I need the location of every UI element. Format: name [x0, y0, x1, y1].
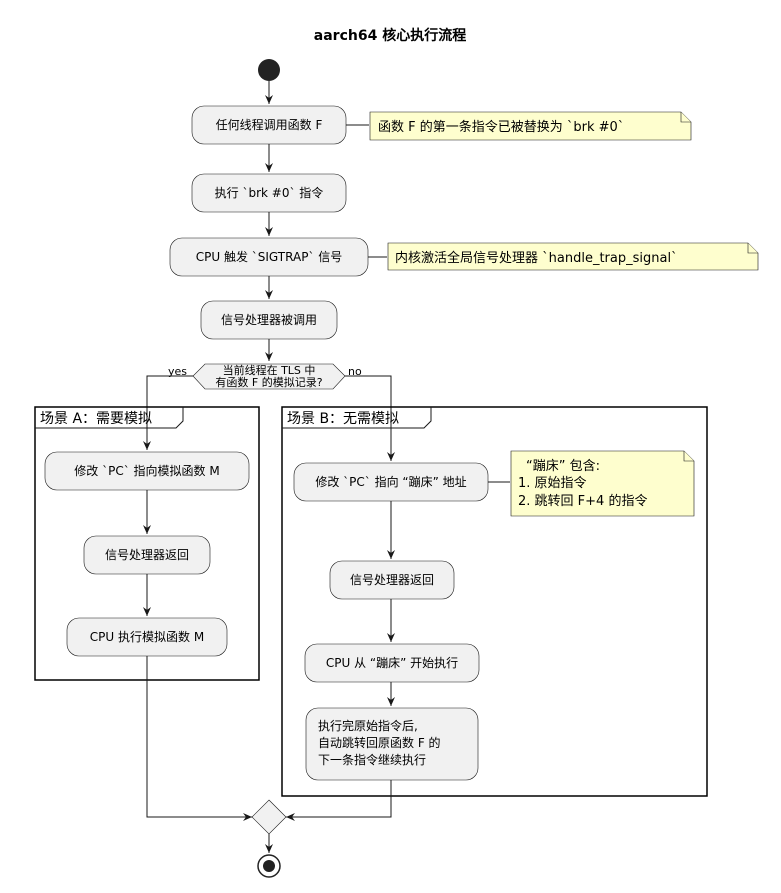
activity-exec-brk-label: 执行 `brk #0` 指令: [215, 185, 324, 200]
activity-sigtrap-label: CPU 触发 `SIGTRAP` 信号: [196, 249, 343, 264]
note-brk-text: 函数 F 的第一条指令已被替换为 `brk #0`: [378, 119, 624, 135]
activity-b-modify-pc: 修改 `PC` 指向 “蹦床” 地址: [293, 462, 489, 502]
decision-question-line2: 有函数 F 的模拟记录?: [215, 375, 322, 389]
decision-no-label: no: [348, 365, 362, 378]
merge-node: [251, 799, 287, 835]
activity-call-f-label: 任何线程调用函数 F: [216, 117, 323, 132]
note-trampoline-line3: 2. 跳转回 F+4 的指令: [518, 493, 647, 509]
diagram-title: aarch64 核心执行流程: [314, 27, 466, 44]
decision-tls: 当前线程在 TLS 中 有函数 F 的模拟记录?: [192, 363, 346, 390]
note-handler-text: 内核激活全局信号处理器 `handle_trap_signal`: [395, 250, 678, 266]
activity-b-continue-line2: 自动跳转回原函数 F 的: [318, 735, 441, 750]
decision-question-line1: 当前线程在 TLS 中: [223, 363, 316, 377]
frame-scene-b: 场景 B：无需模拟: [281, 406, 708, 797]
note-brk: 函数 F 的第一条指令已被替换为 `brk #0`: [369, 111, 692, 141]
activity-a-return: 信号处理器返回: [83, 535, 211, 575]
start-node: [258, 59, 280, 81]
activity-a-return-label: 信号处理器返回: [105, 548, 189, 562]
activity-a-exec-m-label: CPU 执行模拟函数 M: [90, 629, 204, 644]
note-trampoline-line1: “蹦床” 包含:: [526, 458, 600, 474]
activity-sigtrap: CPU 触发 `SIGTRAP` 信号: [169, 237, 369, 277]
activity-a-exec-m: CPU 执行模拟函数 M: [66, 617, 228, 657]
activity-b-continue-line3: 下一条指令继续执行: [318, 752, 426, 767]
activity-a-modify-pc: 修改 `PC` 指向模拟函数 M: [44, 451, 250, 491]
note-handler: 内核激活全局信号处理器 `handle_trap_signal`: [387, 242, 759, 271]
edge-decision-no: [345, 375, 395, 461]
activity-handler-called: 信号处理器被调用: [200, 300, 338, 340]
activity-b-return-label: 信号处理器返回: [350, 573, 434, 587]
frame-scene-a-label: 场景 A：需要模拟: [40, 411, 152, 427]
note-trampoline: “蹦床” 包含: 1. 原始指令 2. 跳转回 F+4 的指令: [510, 450, 695, 517]
activity-b-start: CPU 从 “蹦床” 开始执行: [304, 643, 480, 683]
activity-a-modify-pc-label: 修改 `PC` 指向模拟函数 M: [74, 463, 219, 478]
activity-exec-brk: 执行 `brk #0` 指令: [191, 173, 347, 213]
decision-yes-label: yes: [168, 365, 187, 378]
activity-b-return: 信号处理器返回: [329, 560, 455, 600]
activity-b-modify-pc-label: 修改 `PC` 指向 “蹦床” 地址: [315, 474, 466, 489]
activity-b-continue: 执行完原始指令后, 自动跳转回原函数 F 的 下一条指令继续执行: [305, 707, 479, 781]
activity-b-continue-line1: 执行完原始指令后,: [318, 718, 418, 733]
frame-scene-b-label: 场景 B：无需模拟: [287, 411, 399, 427]
end-node: [257, 854, 281, 878]
activity-call-f: 任何线程调用函数 F: [191, 105, 347, 145]
edge-decision-yes: [143, 375, 193, 450]
note-trampoline-line2: 1. 原始指令: [518, 476, 587, 491]
activity-handler-called-label: 信号处理器被调用: [221, 313, 317, 327]
activity-b-start-label: CPU 从 “蹦床” 开始执行: [326, 656, 458, 670]
edge-b-merge: [286, 780, 392, 821]
edge-a-merge: [146, 656, 252, 821]
